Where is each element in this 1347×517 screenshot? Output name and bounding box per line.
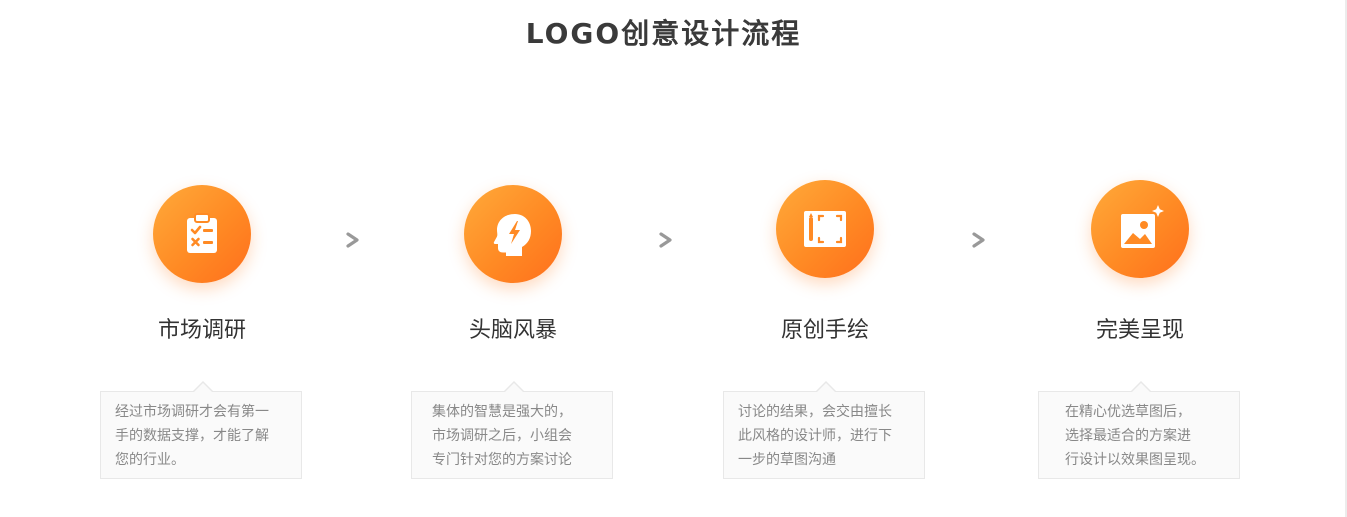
step-icon-circle [464,185,562,283]
step-description-box: 经过市场调研才会有第一 手的数据支撑，才能了解 您的行业。 [100,381,302,479]
clipboard-checklist-icon [187,213,217,253]
step-title: 完美呈现 [1095,318,1184,343]
head-lightning-icon [493,214,531,256]
step-description: 讨论的结果，会交由擅长 此风格的设计师，进行下 一步的草图沟通 [738,404,892,468]
step-title: 头脑风暴 [468,318,557,343]
step-title: 原创手绘 [780,318,869,343]
step-icon-circle [1091,180,1189,278]
step-icon-circle [153,185,251,283]
step-icon-circle [776,180,874,278]
step-description: 在精心优选草图后， 选择最适合的方案进 行设计以效果图呈现。 [1065,404,1205,468]
chevron-right-icon [659,232,672,248]
step-description-box: 讨论的结果，会交由擅长 此风格的设计师，进行下 一步的草图沟通 [723,381,925,479]
drawing-tablet-icon [804,211,846,247]
step-description-box: 在精心优选草图后， 选择最适合的方案进 行设计以效果图呈现。 [1038,381,1240,479]
page-right-border [1345,0,1347,517]
step-description: 经过市场调研才会有第一 手的数据支撑，才能了解 您的行业。 [115,404,269,468]
step-title: 市场调研 [157,318,246,343]
step-description: 集体的智慧是强大的， 市场调研之后，小组会 专门针对您的方案讨论 [432,404,572,468]
chevron-right-icon [346,232,359,248]
image-sparkle-icon [1121,205,1164,248]
chevron-right-icon [972,232,985,248]
page-title: LOGO创意设计流程 [525,17,802,50]
step-description-box: 集体的智慧是强大的， 市场调研之后，小组会 专门针对您的方案讨论 [411,381,613,479]
